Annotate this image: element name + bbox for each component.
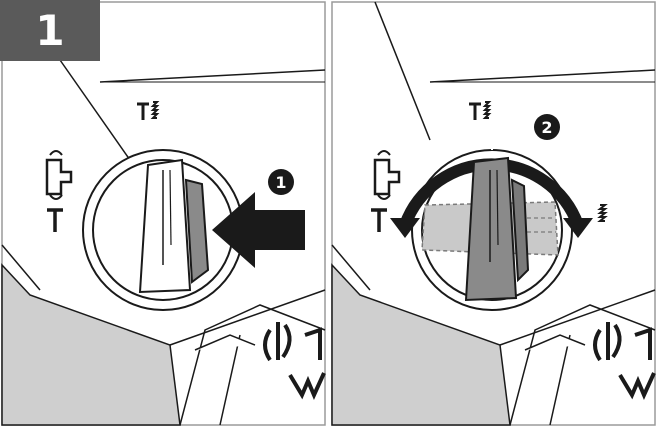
mark-chisel-left [371,208,387,232]
housing-edge-line [1,244,41,291]
shadow-region [331,263,511,426]
housing-edge-line [524,334,586,351]
panel-left: 1 [1,1,326,426]
callout-1-circle [268,169,294,195]
housing-edge-line [169,289,326,346]
mark-hammer-chisel-top [469,101,492,120]
knob-indicator-line [169,169,172,246]
housing-edge-line [499,289,656,346]
arc-center-tick [487,128,497,150]
housing-edge-line [99,69,326,83]
housing-edge-line [509,304,656,426]
callout-2-label: 2 [541,118,552,137]
mark-hammer-right [597,204,608,222]
mark-chisel-left [47,208,63,232]
housing-edge-line [374,1,431,141]
embossed-letters [288,372,326,400]
mark-lock-icon [373,150,401,200]
panel-right: 2 [331,1,656,426]
knob-indicator-line [496,169,499,246]
housing-edge-line [219,334,241,426]
rotate-arrow-right-icon [563,218,593,238]
housing-edge-line [331,244,371,291]
ghost-knob-position [520,217,556,233]
housing-edge-line [549,334,571,426]
embossed-letters [634,327,652,360]
selector-knob [138,158,192,294]
embossed-letters [304,327,322,360]
push-arrow-icon [212,192,305,268]
embossed-letters [618,372,656,400]
callout-1-label: 1 [275,173,286,192]
selector-knob-side [510,178,530,283]
mark-hammer-chisel-top [137,101,160,120]
shadow-region [1,263,181,426]
rotate-arrow-left-icon [390,218,420,238]
housing-edge-line [429,69,656,83]
step-number-badge: 1 [0,0,100,61]
selector-knob-pressed [464,156,518,302]
embossed-letters [263,322,292,362]
embossed-letters [593,322,622,362]
housing-edge-line [194,334,256,351]
housing-edge-line [59,59,131,161]
mark-lock-icon [45,150,73,200]
housing-edge-line [179,304,326,426]
callout-2-circle [534,114,560,140]
selector-knob-side [184,178,210,284]
